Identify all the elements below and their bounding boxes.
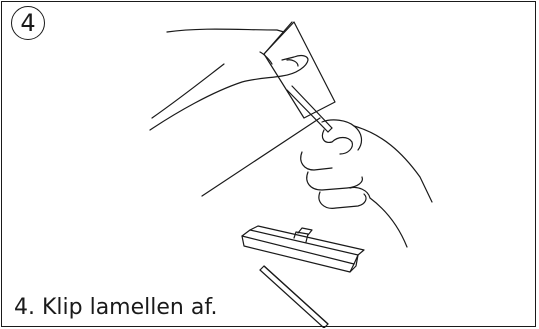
step-instruction: 4. Klip lamellen af. [14, 295, 217, 321]
left-hand-icon [150, 22, 308, 130]
lamella-strip-icon [260, 266, 328, 328]
lamella-holder-icon [242, 226, 364, 272]
cut-line [202, 118, 320, 196]
right-hand-icon [301, 120, 432, 247]
